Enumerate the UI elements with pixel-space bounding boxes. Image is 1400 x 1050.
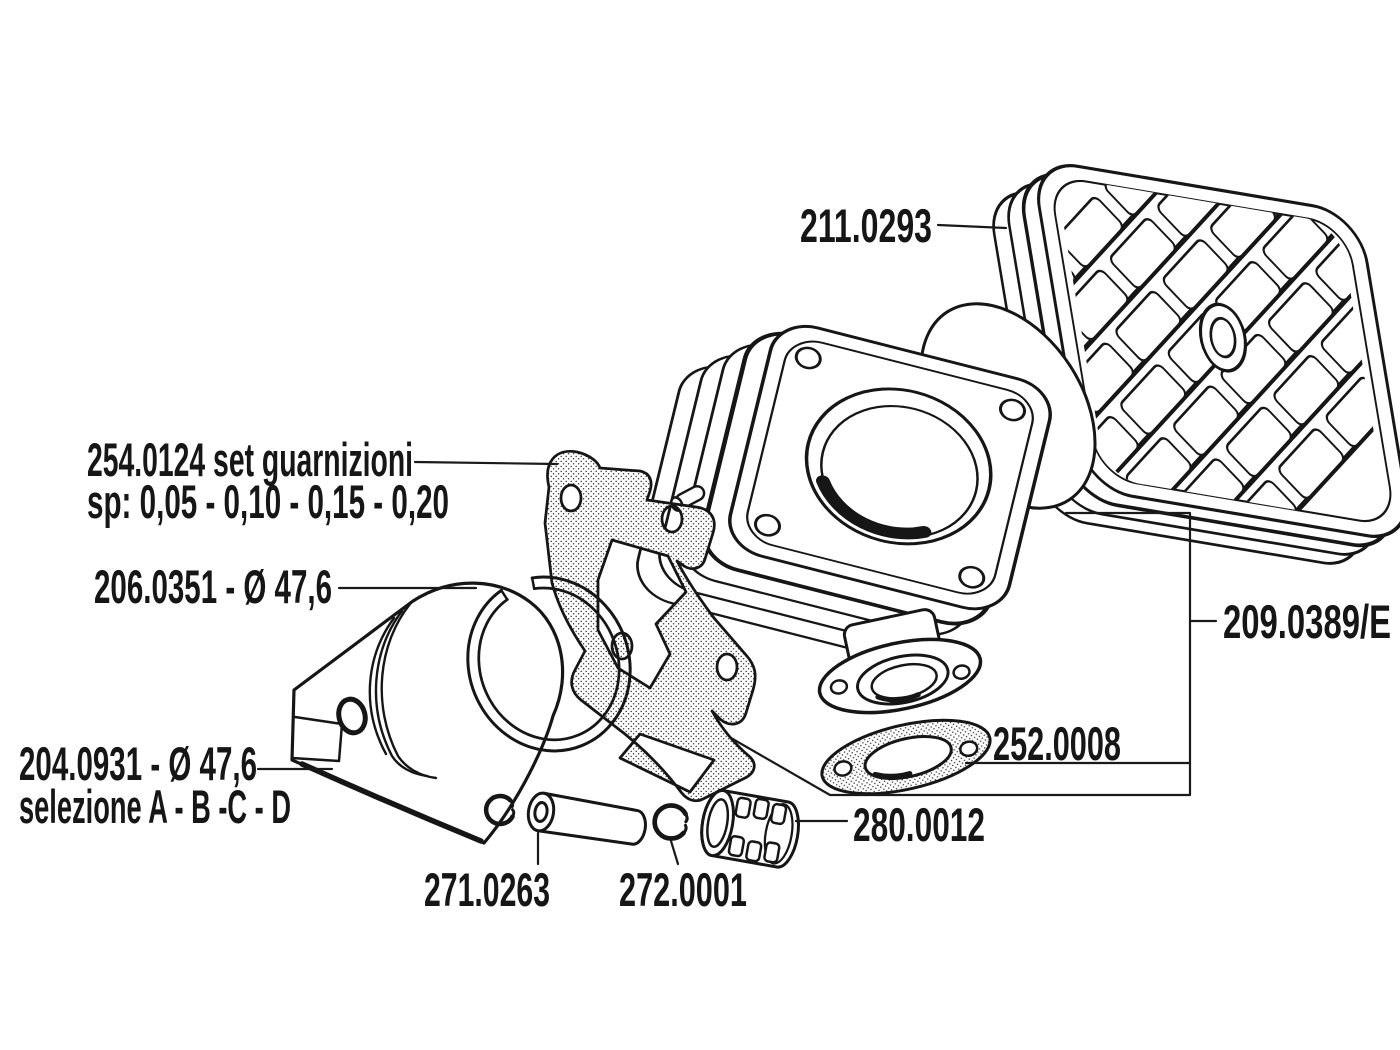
piston-pin-drawing (526, 791, 647, 846)
kit-bracket (729, 511, 1192, 797)
needle-bearing-drawing (700, 788, 800, 869)
spark-plug-recess (1198, 302, 1248, 373)
exhaust-gasket-drawing (820, 718, 992, 796)
circlip-right-drawing (652, 803, 689, 841)
cylinder-drawing (636, 324, 1052, 715)
cylinder-bore (804, 387, 993, 546)
label-exhaust-gasket: 252.0008 (993, 717, 1121, 770)
piston-drawing (290, 581, 565, 845)
piston-ring-drawing (466, 575, 632, 753)
exhaust-port-flange (817, 637, 983, 715)
label-piston-line2: selezione A - B -C - D (19, 780, 291, 833)
wrist-pin-hole (336, 696, 368, 736)
label-piston-line1: 204.0931 - Ø 47,6 (19, 737, 257, 790)
label-piston-ring: 206.0351 - Ø 47,6 (94, 560, 332, 613)
label-piston-pin: 271.0263 (424, 863, 550, 916)
leader-lines (256, 223, 1218, 866)
label-needle-bearing: 280.0012 (853, 798, 985, 851)
label-cylinder-kit: 209.0389/E (1223, 595, 1391, 648)
circlip-left-drawing (483, 793, 516, 827)
label-gasket-set-line2: sp: 0,05 - 0,10 - 0,15 - 0,20 (87, 475, 449, 528)
label-circlip: 272.0001 (619, 863, 747, 916)
label-cylinder-head: 211.0293 (800, 199, 932, 252)
base-gasket-drawing (543, 449, 757, 803)
label-gasket-set-line1: 254.0124 set guarnizioni (87, 433, 413, 486)
